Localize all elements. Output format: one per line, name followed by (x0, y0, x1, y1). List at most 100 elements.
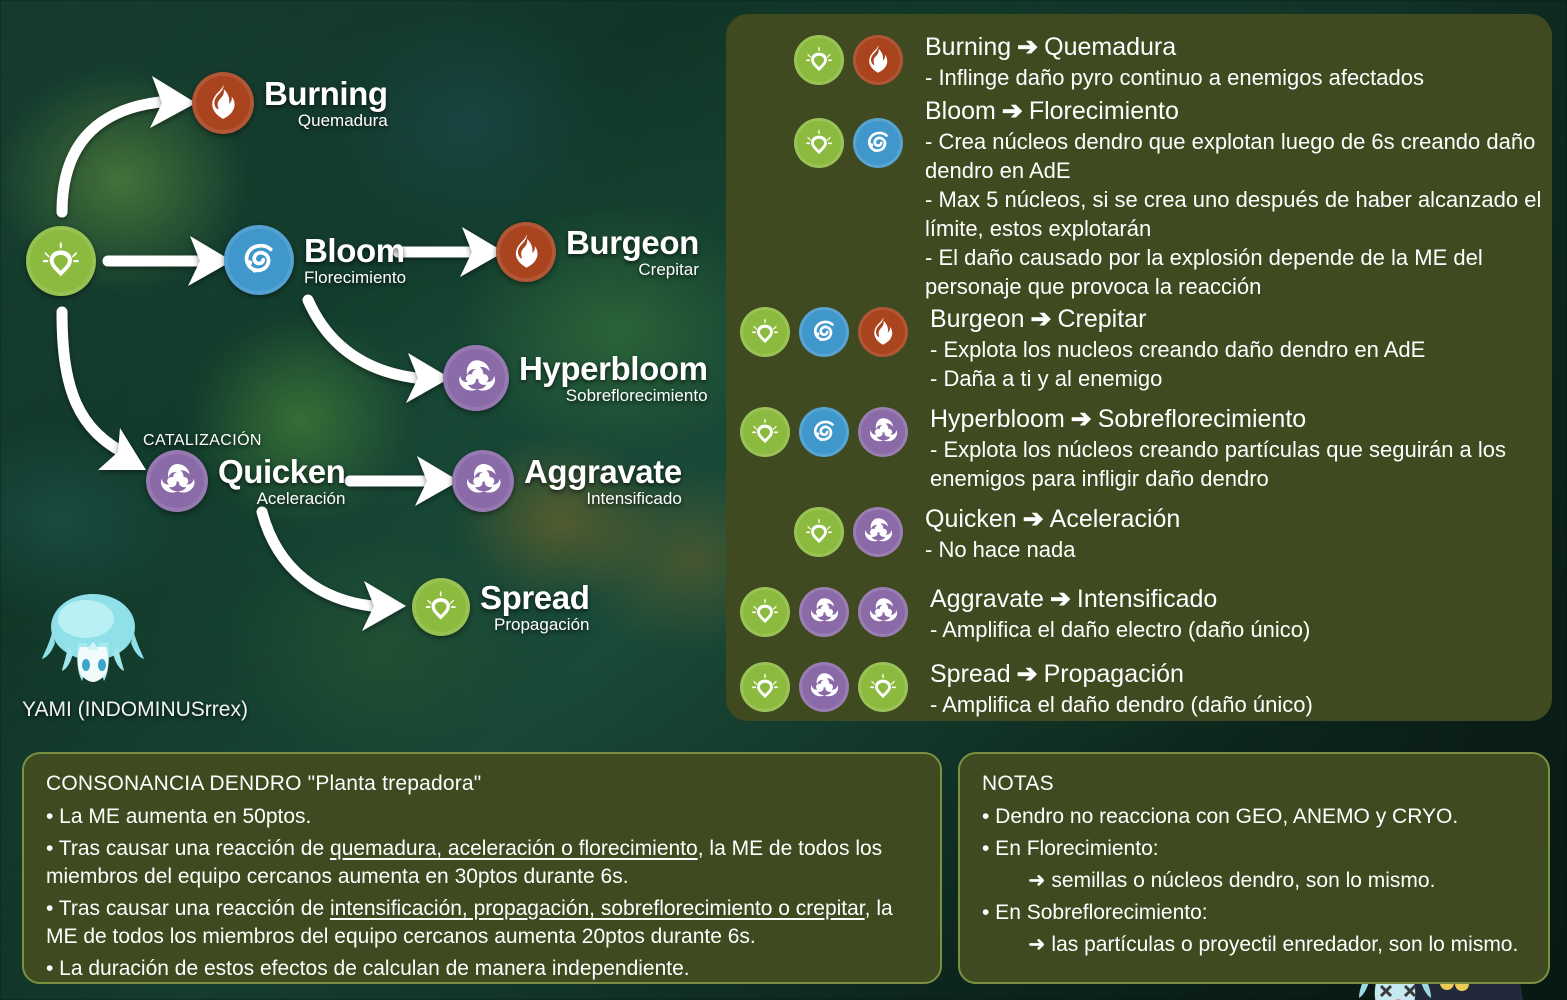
reaction-es: Intensificado (1076, 585, 1218, 613)
node-dendro-source[interactable] (26, 226, 96, 296)
node-bloom[interactable]: Bloom Florecimiento (224, 225, 406, 295)
reaction-icons (794, 504, 903, 557)
flow-arrows (56, 76, 504, 631)
node-aggravate[interactable]: Aggravate Intensificado (452, 450, 682, 512)
node-hyperbloom-en: Hyperbloom (519, 350, 708, 387)
reaction-text: Bloom➔Florecimiento - Crea núcleos dendr… (925, 96, 1552, 301)
pyro-icon (853, 35, 903, 85)
node-aggravate-es: Intensificado (586, 489, 682, 508)
arrow-dendro-quicken (56, 306, 134, 461)
arrowhead-bloom (188, 236, 232, 286)
line2-underline: quemadura, aceleración o florecimiento (330, 836, 698, 860)
node-spread-labels: Spread Propagación (480, 579, 590, 633)
reaction-desc: - Amplifica el daño electro (daño único) (930, 616, 1311, 642)
arrowhead-aggravate (415, 456, 459, 506)
reaction-desc: - Max 5 núcleos, si se crea uno después … (925, 186, 1542, 241)
pyro-icon (496, 222, 556, 282)
reaction-desc: - Daña a ti y al enemigo (930, 365, 1163, 391)
node-aggravate-en: Aggravate (524, 453, 682, 490)
reaction-title: Aggravate➔Intensificado (930, 584, 1310, 615)
reaction-row-quicken[interactable]: Quicken➔Aceleración - No hace nada (794, 504, 1180, 564)
reaction-text: Aggravate➔Intensificado - Amplifica el d… (930, 584, 1310, 644)
reaction-en: Spread (930, 660, 1011, 688)
reaction-desc: - Explota los núcleos creando partículas… (930, 436, 1507, 491)
arrowhead-burning (150, 76, 196, 128)
node-burning-labels: Burning Quemadura (264, 77, 388, 129)
pyro-icon (858, 307, 908, 357)
reaction-row-burgeon[interactable]: Burgeon➔Crepitar - Explota los nucleos c… (740, 304, 1425, 393)
dendro-icon (740, 407, 790, 457)
reaction-es: Sobreflorecimiento (1097, 405, 1307, 433)
reaction-desc: - Explota los nucleos creando daño dendr… (930, 336, 1426, 362)
electro-icon (853, 507, 903, 557)
node-hyperbloom[interactable]: Hyperbloom Sobreflorecimiento (443, 345, 708, 411)
notas-title: NOTAS (982, 772, 1054, 795)
reaction-es: Propagación (1043, 660, 1184, 688)
arrow-bloom-hyperbloom (302, 294, 422, 384)
notas-line-5: ➜ las partículas o proyectil enredador, … (1028, 932, 1519, 956)
reaction-row-bloom[interactable]: Bloom➔Florecimiento - Crea núcleos dendr… (794, 96, 1552, 301)
arrowhead-spread (362, 581, 406, 631)
reaction-row-burning[interactable]: Burning➔Quemadura - Inflinge daño pyro c… (794, 32, 1552, 92)
dendro-icon (794, 507, 844, 557)
electro-icon (146, 450, 208, 512)
node-quicken-labels: Quicken Aceleración (218, 453, 346, 507)
reaction-en: Burning (925, 33, 1012, 61)
arrow-icon: ➔ (1022, 505, 1044, 533)
hydro-icon (799, 307, 849, 357)
line3-pre: • Tras causar una reacción de (46, 896, 331, 920)
electro-icon (799, 587, 849, 637)
arrowhead-hyperbloom (406, 353, 450, 403)
node-aggravate-labels: Aggravate Intensificado (524, 455, 682, 507)
reaction-icons (740, 304, 908, 357)
node-quicken[interactable]: Quicken Aceleración (146, 450, 346, 512)
hydro-icon (799, 407, 849, 457)
dendro-icon (740, 307, 790, 357)
reaction-row-hyperbloom[interactable]: Hyperbloom➔Sobreflorecimiento - Explota … (740, 404, 1552, 493)
consonancia-title: CONSONANCIA DENDRO "Planta trepadora" (46, 772, 482, 795)
dendro-icon (740, 587, 790, 637)
node-burgeon[interactable]: Burgeon Crepitar (496, 222, 699, 282)
consonancia-panel: CONSONANCIA DENDRO "Planta trepadora" • … (22, 752, 942, 984)
reaction-text: Spread➔Propagación - Amplifica el daño d… (930, 659, 1313, 719)
dendro-icon (412, 578, 470, 636)
reactions-legend-panel: Burning➔Quemadura - Inflinge daño pyro c… (726, 14, 1552, 721)
node-spread-en: Spread (480, 579, 590, 616)
line3-underline: intensificación, propagación, sobreflore… (330, 896, 865, 920)
reaction-title: Bloom➔Florecimiento (925, 96, 1552, 127)
node-quicken-en: Quicken (218, 453, 346, 490)
node-bloom-en: Bloom (304, 232, 405, 269)
node-burgeon-en: Burgeon (566, 224, 699, 261)
line2-post: , la ME de todos los miembros del equipo… (46, 836, 883, 888)
node-spread[interactable]: Spread Propagación (412, 578, 590, 636)
node-burning-es: Quemadura (297, 111, 388, 130)
reaction-row-spread[interactable]: Spread➔Propagación - Amplifica el daño d… (740, 659, 1313, 719)
reaction-es: Florecimiento (1028, 97, 1179, 125)
consonancia-line-1: • La ME aumenta en 50ptos. (46, 805, 312, 828)
node-burning[interactable]: Burning Quemadura (192, 72, 388, 134)
arrowhead-burgeon (460, 227, 504, 277)
electro-icon (858, 407, 908, 457)
dendro-icon (794, 35, 844, 85)
node-bloom-labels: Bloom Florecimiento (304, 234, 406, 286)
reaction-row-aggravate[interactable]: Aggravate➔Intensificado - Amplifica el d… (740, 584, 1310, 644)
reaction-text: Burning➔Quemadura - Inflinge daño pyro c… (925, 32, 1552, 92)
node-hyperbloom-es: Sobreflorecimiento (565, 386, 708, 405)
reaction-icons (740, 404, 908, 457)
reaction-title: Burning➔Quemadura (925, 32, 1552, 63)
hydro-icon (224, 225, 294, 295)
node-hyperbloom-labels: Hyperbloom Sobreflorecimiento (519, 352, 708, 404)
arrow-icon: ➔ (1030, 305, 1052, 333)
reaction-desc: - Crea núcleos dendro que explotan luego… (925, 128, 1536, 183)
reaction-es: Crepitar (1057, 305, 1147, 333)
node-burgeon-es: Crepitar (638, 260, 699, 279)
electro-icon (443, 345, 509, 411)
reaction-title: Burgeon➔Crepitar (930, 304, 1425, 335)
reaction-desc: - El daño causado por la explosión depen… (925, 244, 1483, 299)
reaction-icons (740, 584, 908, 637)
reaction-es: Aceleración (1049, 505, 1181, 533)
node-burning-en: Burning (264, 75, 388, 112)
node-burgeon-labels: Burgeon Crepitar (566, 226, 699, 278)
dendro-icon (858, 662, 908, 712)
electro-icon (858, 587, 908, 637)
